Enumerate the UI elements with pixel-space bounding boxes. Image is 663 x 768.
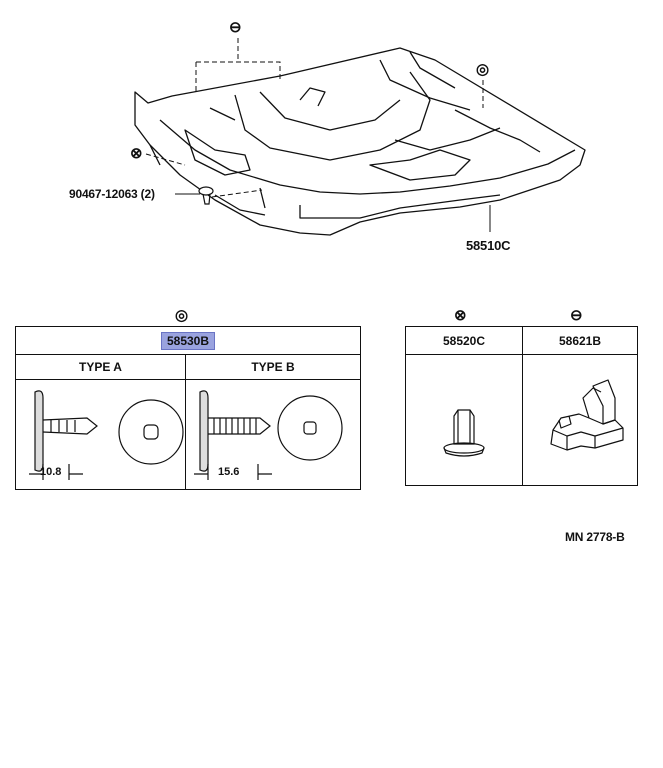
fastener-58520c-cell — [405, 354, 523, 486]
clip-58621b-cell — [522, 354, 638, 486]
type-a-header: TYPE A — [15, 354, 186, 380]
fastener-58520c-drawing — [443, 408, 485, 457]
type-b-clip-drawing — [194, 390, 343, 480]
carpet-part-label: 58510C — [466, 238, 511, 253]
clip-table-left: 58530B TYPE A TYPE B 10.8 — [15, 326, 361, 490]
minus-circle-symbol-top: ⊖ — [229, 19, 242, 36]
clip-table-right: 58520C 58621B — [405, 326, 638, 486]
part-number-58621b: 58621B — [522, 326, 638, 355]
reference-code: MN 2778-B — [565, 530, 625, 544]
part-number-58520c: 58520C — [405, 326, 523, 355]
floor-carpet-drawing — [134, 38, 586, 236]
double-circle-symbol-right: ◎ — [476, 61, 490, 78]
bolt-part-label: 90467-12063 (2) — [69, 187, 155, 201]
clip-58621b-drawing — [550, 378, 624, 451]
part-number-58530b: 58530B — [160, 331, 216, 350]
type-b-header: TYPE B — [185, 354, 361, 380]
dimension-b: 15.6 — [218, 466, 240, 478]
cross-circle-symbol-left: ⊗ — [130, 145, 143, 162]
type-a-clip-drawing — [28, 390, 184, 480]
type-a-cell: 10.8 — [15, 379, 186, 490]
minus-circle-symbol-table: ⊖ — [570, 307, 583, 324]
dimension-a: 10.8 — [40, 466, 62, 478]
type-b-cell: 15.6 — [185, 379, 361, 490]
cross-circle-symbol-table: ⊗ — [454, 307, 467, 324]
double-circle-symbol-table: ◎ — [175, 307, 189, 324]
